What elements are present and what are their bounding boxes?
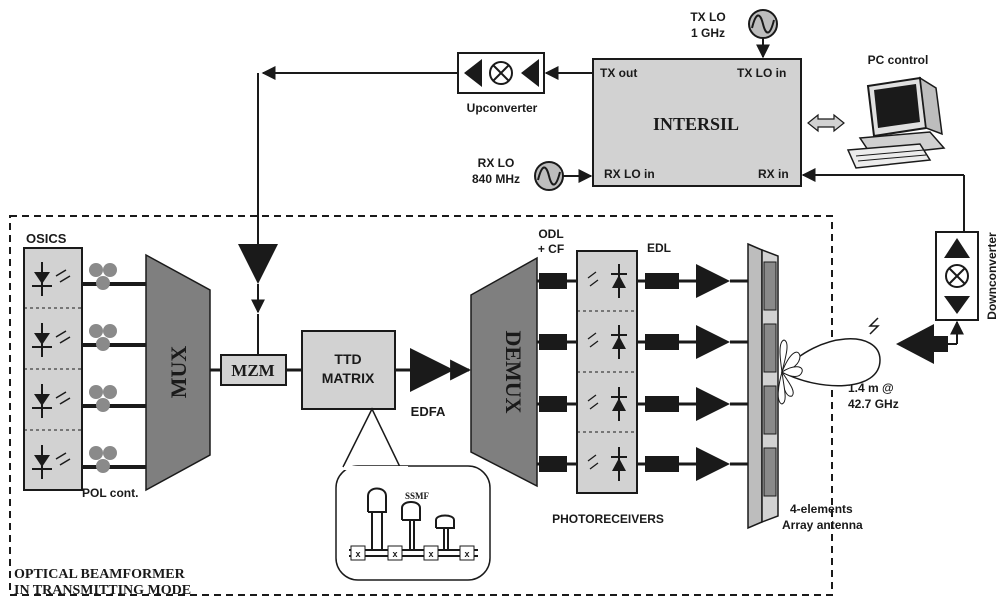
photoreceivers-label: PHOTORECEIVERS	[552, 512, 664, 526]
rf-amplifier-icon	[696, 387, 730, 421]
odl-label: ODL	[538, 227, 563, 241]
laser-channel-1	[32, 262, 146, 296]
rx-lo-frequency: 840 MHz	[472, 172, 520, 186]
rx-lo-label: RX LO	[478, 156, 515, 170]
array-antenna-count-label: 4-elements	[790, 502, 853, 516]
rf-amplifier-icon	[696, 325, 730, 359]
edl-block	[645, 334, 679, 350]
switch-mark-4: x	[464, 549, 469, 559]
odl-block	[539, 396, 567, 412]
laser-channel-3	[32, 384, 146, 418]
horn-antenna-icon	[896, 324, 948, 364]
polarization-controller-icon	[96, 398, 110, 412]
odl-cf-label: + CF	[538, 242, 564, 256]
light-input-icon	[587, 332, 599, 348]
emission-icon	[55, 269, 71, 283]
edl-block	[645, 273, 679, 289]
pc-control-label: PC control	[868, 53, 929, 67]
array-antenna-label: Array antenna	[782, 518, 863, 532]
tx-out-port: TX out	[600, 66, 637, 80]
laser-channel-4	[32, 445, 146, 479]
emission-icon	[55, 452, 71, 466]
ttd-label: TTD	[334, 351, 361, 367]
edfa-label: EDFA	[411, 404, 446, 419]
laser-channel-2	[32, 323, 146, 357]
polarization-controller-icon	[96, 459, 110, 473]
pc-link-double-arrow-icon	[807, 113, 845, 133]
ssmf-label: SSMF	[405, 491, 430, 501]
tx-lo-frequency: 1 GHz	[691, 26, 725, 40]
switch-mark-2: x	[392, 549, 397, 559]
edl-block	[645, 396, 679, 412]
rx-channel-4	[537, 447, 748, 481]
tx-lo-label: TX LO	[690, 10, 725, 24]
array-antenna-icon	[747, 242, 779, 530]
odl-block	[539, 273, 567, 289]
polarization-controller-icon	[96, 337, 110, 351]
pc-computer-icon	[846, 76, 946, 169]
emission-icon	[55, 330, 71, 344]
rx-channel-1	[537, 264, 748, 298]
beamformer-label-line1: OPTICAL BEAMFORMER	[14, 567, 186, 582]
mzm-box	[220, 354, 287, 386]
mzm-label: MZM	[231, 361, 274, 380]
downconverter-block	[935, 231, 979, 321]
demux-block	[470, 256, 538, 488]
tx-lo-oscillator-icon	[748, 9, 778, 39]
radiation-pattern-icon	[777, 338, 881, 405]
tx-lo-in-port: TX LO in	[737, 66, 786, 80]
light-input-icon	[587, 454, 599, 470]
downconverter-label: Downconverter	[985, 232, 999, 320]
upconverter-block	[457, 52, 545, 94]
rx-lo-oscillator-icon	[534, 161, 564, 191]
ttd-matrix-box	[301, 330, 396, 410]
pol-cont-label: POL cont.	[82, 486, 138, 500]
wireless-link-icon	[868, 317, 880, 335]
edl-label: EDL	[647, 241, 671, 255]
polarization-controller-icon	[96, 276, 110, 290]
rf-amplifier-icon	[696, 264, 730, 298]
switch-mark-3: x	[428, 549, 433, 559]
odl-block	[539, 334, 567, 350]
upconverter-label: Upconverter	[467, 101, 538, 115]
beamformer-frame	[9, 215, 833, 596]
light-input-icon	[587, 394, 599, 410]
rx-in-port: RX in	[758, 167, 789, 181]
emission-icon	[55, 391, 71, 405]
intersil-box	[592, 58, 802, 187]
demux-label: DEMUX	[501, 330, 526, 413]
intersil-title: INTERSIL	[653, 114, 739, 134]
rx-channel-2	[537, 325, 748, 359]
distance-label: 1.4 m @	[848, 381, 894, 395]
tx-amplifier-icon	[238, 244, 278, 284]
light-input-icon	[587, 271, 599, 287]
odl-block	[539, 456, 567, 472]
matrix-label: MATRIX	[322, 370, 375, 386]
edfa-amplifier-icon	[410, 348, 454, 392]
switch-mark-1: x	[355, 549, 360, 559]
ssmf-fiber-switch-network: x x x x	[349, 487, 478, 561]
rf-amplifier-icon	[696, 447, 730, 481]
osics-label: OSICS	[26, 231, 67, 246]
edl-block	[645, 456, 679, 472]
mux-block	[145, 253, 211, 492]
beamformer-label-line2: IN TRANSMITTING MODE	[14, 583, 191, 598]
frequency-label: 42.7 GHz	[848, 397, 899, 411]
rx-channel-3	[537, 387, 748, 421]
mux-label: MUX	[166, 346, 191, 399]
rx-lo-in-port: RX LO in	[604, 167, 655, 181]
